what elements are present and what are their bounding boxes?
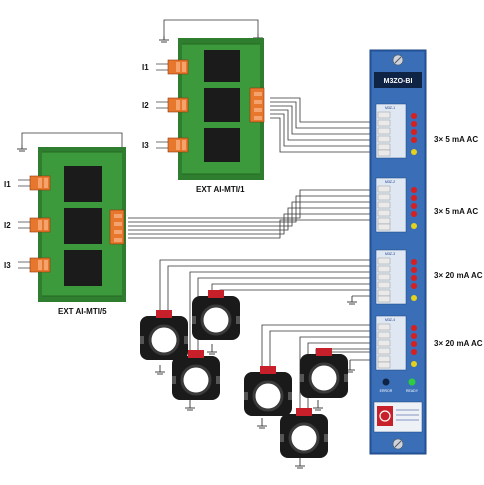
channel-label: 3× 20 mA AC: [434, 271, 483, 280]
board-ext-ai-mti-5: I1 I2 I3 EXT AI-MTI/5: [4, 147, 126, 316]
ground-icon: [257, 418, 267, 429]
ground-icon: [159, 36, 169, 43]
ground-icon: [17, 145, 27, 152]
current-sensor-icon: [300, 348, 348, 398]
input-label-i1: I1: [142, 63, 149, 72]
board-caption: EXT AI-MTI/1: [196, 185, 245, 194]
current-sensor-icon: [244, 366, 292, 416]
current-sensor-icon: [140, 310, 188, 360]
channel-label: 3× 5 mA AC: [434, 135, 478, 144]
relay-block: [64, 166, 102, 202]
group-label: M3Z-2: [385, 180, 395, 184]
output-connector: [249, 87, 265, 123]
error-led: [382, 378, 390, 386]
relay-block: [64, 250, 102, 286]
relay-block: [204, 50, 240, 82]
logo-icon: [377, 406, 393, 426]
ground-icon: [155, 365, 165, 375]
ready-led: [408, 378, 416, 386]
relay-block: [204, 88, 240, 122]
ground-icon: [185, 400, 195, 411]
ground-icon: [207, 344, 217, 355]
channel-label: 3× 20 mA AC: [434, 339, 483, 348]
channel-labels: 3× 5 mA AC 3× 5 mA AC 3× 20 mA AC 3× 20 …: [434, 135, 483, 348]
input-label-i3: I3: [4, 261, 11, 270]
group-label: M3Z-3: [385, 252, 395, 256]
relay-block: [204, 128, 240, 162]
ground-icon: [295, 458, 305, 469]
current-sensor-icon: [280, 408, 328, 458]
channel-label: 3× 5 mA AC: [434, 207, 478, 216]
input-label-i1: I1: [4, 180, 11, 189]
current-sensors: [140, 290, 348, 458]
error-label: ERROR: [380, 389, 393, 393]
relay-block: [64, 208, 102, 244]
current-sensor-icon: [172, 350, 220, 400]
group-label: M3Z-1: [385, 106, 395, 110]
input-label-i3: I3: [142, 141, 149, 150]
current-sensor-icon: [192, 290, 240, 340]
input-label-i2: I2: [142, 101, 149, 110]
ground-icon: [313, 400, 323, 411]
board-caption: EXT AI-MTI/5: [58, 307, 107, 316]
board-ext-ai-mti-1: I1 I2 I3 EXT AI-MTI/1: [142, 38, 265, 194]
module-title: M3ZO-BI: [384, 78, 413, 85]
input-label-i2: I2: [4, 221, 11, 230]
ground-icon: [347, 296, 357, 305]
output-connector: [109, 209, 125, 245]
m3zo-bi-module: M3ZO-BI M3Z-1 M3Z-2 M3Z-3: [369, 49, 427, 455]
wires: [21, 19, 376, 410]
group-label: M3Z-4: [385, 318, 395, 322]
ready-label: READY: [406, 389, 419, 393]
